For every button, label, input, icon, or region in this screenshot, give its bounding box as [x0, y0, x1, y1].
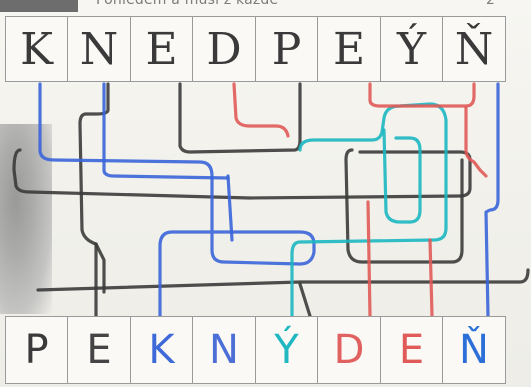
top-letter-cell: Ň [442, 16, 506, 82]
top-letter-cell: K [5, 16, 69, 82]
top-letter-cell: D [192, 16, 256, 82]
maze-line-red-1 [234, 84, 288, 136]
top-letter-cell: N [67, 16, 131, 82]
bottom-letter-cell: D [317, 316, 381, 384]
top-letter-cell: E [130, 16, 194, 82]
top-letter-cell: Ý [380, 16, 444, 82]
top-letter: D [206, 24, 241, 75]
bottom-letter-cell: Ň [442, 316, 506, 384]
maze-line-black-1 [180, 84, 300, 152]
maze-line-red-4 [368, 202, 370, 316]
bottom-letter-cell: P [5, 316, 69, 384]
bottom-letter-cell: E [67, 316, 131, 384]
bottom-letter: E [399, 327, 424, 373]
bottom-letter: Ň [459, 327, 489, 373]
bottom-letter-cell: Ý [255, 316, 319, 384]
maze-line-black-5 [38, 270, 528, 290]
top-letter: Ý [397, 24, 426, 75]
top-letter-cell: E [317, 16, 381, 82]
bottom-letter: K [148, 327, 174, 373]
bottom-letter: E [86, 327, 111, 373]
bottom-letter-cell: E [380, 316, 444, 384]
top-letter: Ň [455, 24, 494, 75]
bottom-letter-cell: K [130, 316, 194, 384]
bottom-letter: D [334, 327, 365, 373]
bottom-letter: N [209, 327, 239, 373]
bottom-letter: Ý [274, 327, 298, 373]
maze-line-red-2 [370, 84, 474, 106]
bottom-letter-cell: N [192, 316, 256, 384]
top-letter: P [272, 24, 302, 75]
maze-line-black-7 [300, 284, 310, 316]
top-letter: E [333, 24, 365, 75]
top-letter-row: K N E D P E Ý Ň [6, 16, 506, 82]
maze-line-red-5 [430, 240, 432, 316]
top-letter: N [80, 24, 119, 75]
top-letter: E [145, 24, 177, 75]
bottom-letter-row: P E K N Ý D E Ň [6, 316, 506, 384]
top-letter-cell: P [255, 16, 319, 82]
top-letter: K [20, 24, 53, 75]
maze-line-teal-2 [384, 130, 420, 222]
bottom-letter: P [24, 327, 48, 373]
